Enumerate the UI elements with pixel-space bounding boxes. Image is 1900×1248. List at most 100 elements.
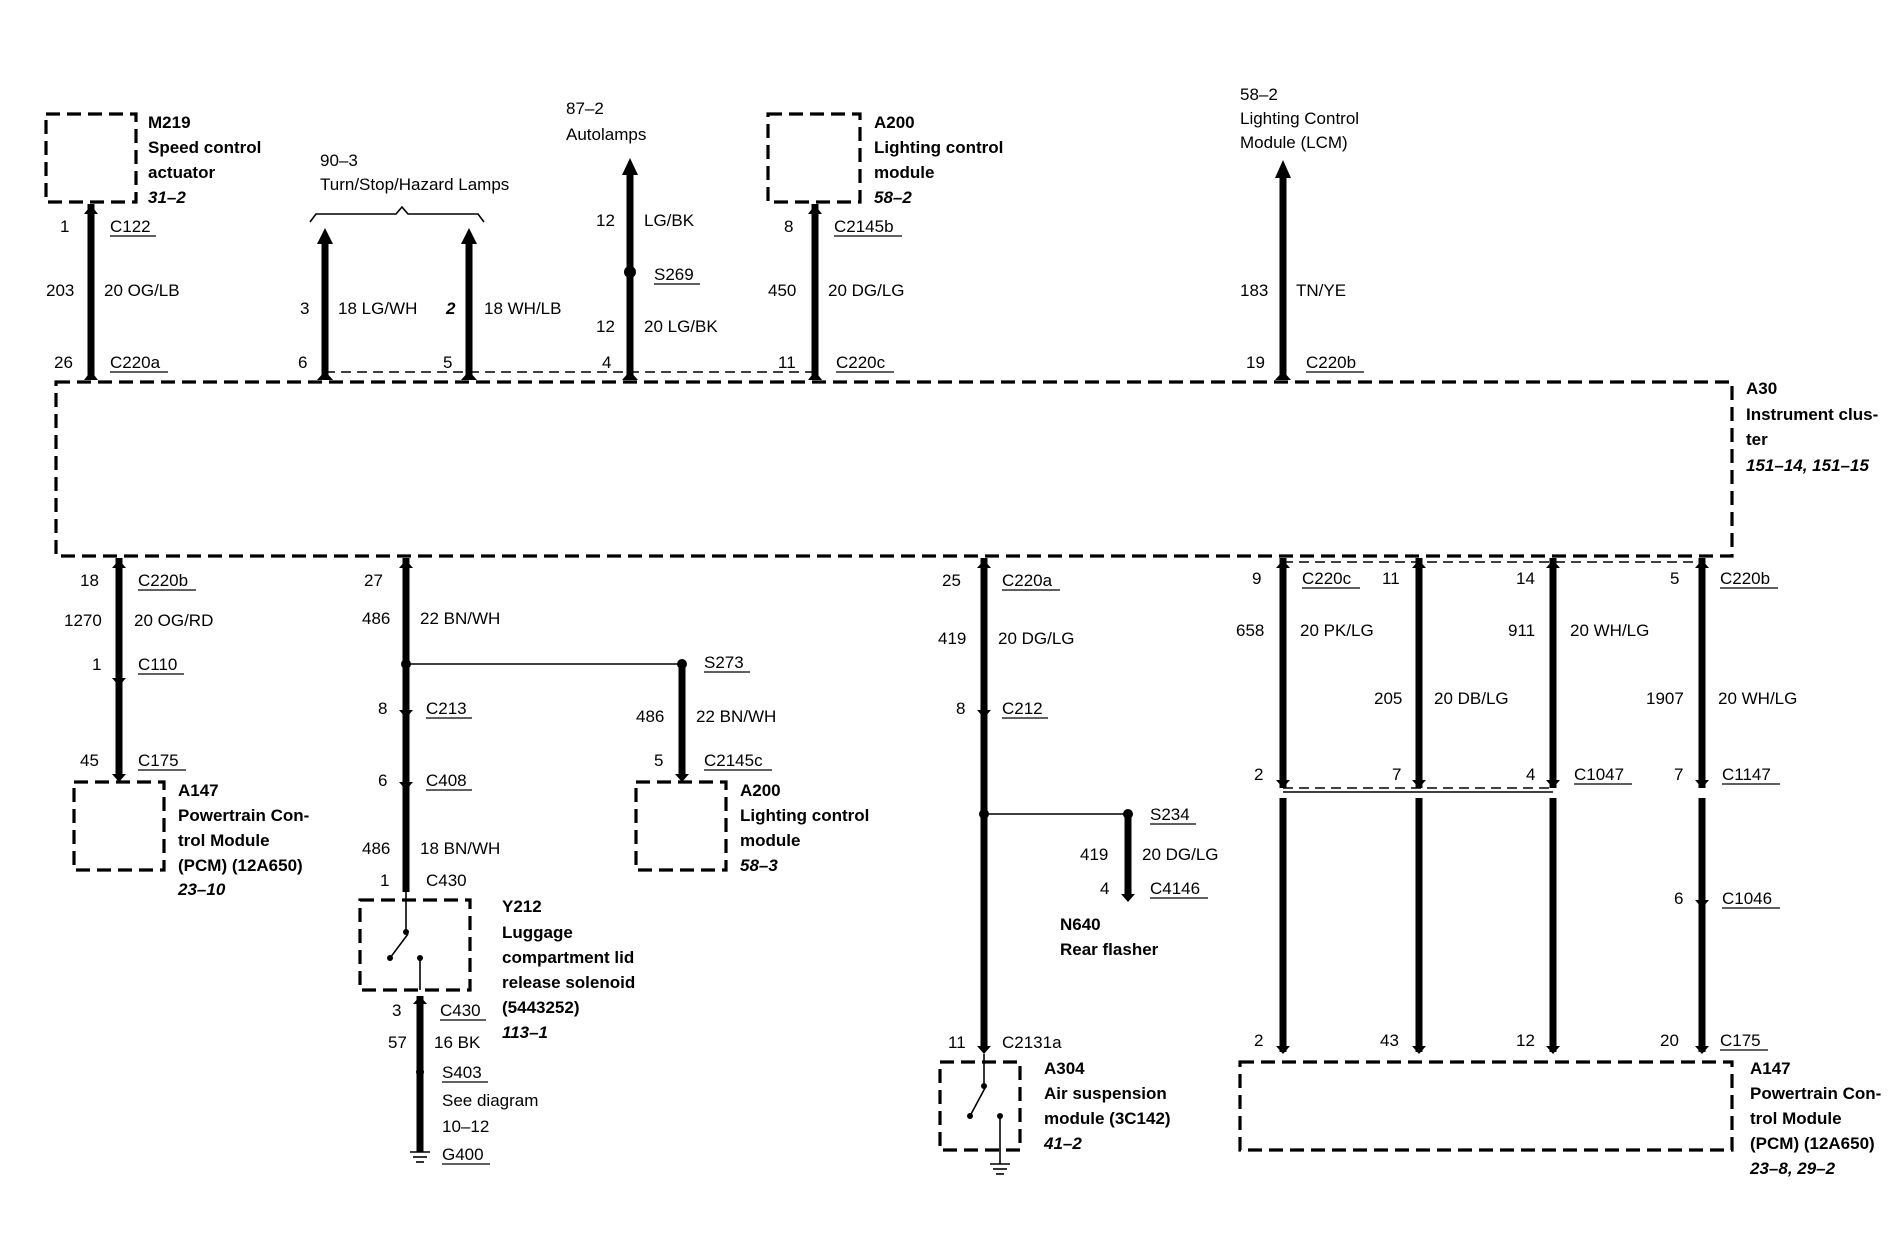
lcm-name1: Lighting Control bbox=[1240, 109, 1359, 128]
c2131a-arrow bbox=[977, 1046, 991, 1054]
pcm-right-wire3-bot-arrow bbox=[1546, 1046, 1560, 1054]
a200-bottom-name2: module bbox=[740, 831, 800, 850]
pcm-right-w4-pin-mid: 7 bbox=[1674, 765, 1683, 784]
m219-conn: C122 bbox=[110, 217, 151, 236]
pcm-right-wire2-bot-arrow bbox=[1412, 1046, 1426, 1054]
pcm-right-id: A147 bbox=[1750, 1059, 1791, 1078]
lamps-bracket bbox=[309, 205, 485, 223]
lcm-pin2: 19 bbox=[1246, 353, 1265, 372]
autolamps-name: Autolamps bbox=[566, 125, 646, 144]
c213-arrow bbox=[399, 710, 413, 718]
flasher-circuit: 419 bbox=[1080, 845, 1108, 864]
pcm-right-w3-pin: 14 bbox=[1516, 569, 1535, 588]
a200-top-conn2: C220c bbox=[836, 353, 886, 372]
m219-c220a-arrow bbox=[84, 371, 98, 380]
pcm-left-wire-color: 20 OG/RD bbox=[134, 611, 213, 630]
a30-box bbox=[54, 380, 1734, 558]
pcm-right-wire1-top-arrow bbox=[1276, 560, 1290, 568]
luggage-conn-c408: C408 bbox=[426, 771, 467, 790]
a304-switch-blade bbox=[969, 1087, 986, 1117]
m219-wire-color: 20 OG/LB bbox=[104, 281, 180, 300]
air-wire-color: 20 DG/LG bbox=[998, 629, 1075, 648]
lamps-ref: 90–3 bbox=[320, 151, 358, 170]
a200-top-name2: module bbox=[874, 163, 934, 182]
luggage-wire2: 18 BN/WH bbox=[420, 839, 500, 858]
luggage-branch: 27 486 22 BN/WH 8 C213 6 C408 486 18 BN/… bbox=[358, 558, 682, 1165]
a200-lighting-control-bottom: S273 486 22 BN/WH 5 C2145c A200 Lighting… bbox=[634, 653, 869, 875]
lcm-ref: 58–2 bbox=[1240, 85, 1278, 104]
a200-top-c220c-arrow bbox=[808, 371, 822, 380]
c408-arrow bbox=[399, 782, 413, 790]
air-suspension-branch: 25 C220a 419 20 DG/LG 8 C212 11 C2131a A… bbox=[938, 558, 1171, 1175]
autolamps-circuit-top: 12 bbox=[596, 211, 615, 230]
pcm-right-w1-pin-bot: 2 bbox=[1254, 1031, 1263, 1050]
luggage-see-ref: 10–12 bbox=[442, 1117, 489, 1136]
a200-top-id: A200 bbox=[874, 113, 915, 132]
y212-ref: 113–1 bbox=[502, 1023, 548, 1042]
luggage-pin-c213: 8 bbox=[378, 699, 387, 718]
m219-pin2: 26 bbox=[54, 353, 73, 372]
m219-conn2: C220a bbox=[110, 353, 161, 372]
flasher-conn: C4146 bbox=[1150, 879, 1200, 898]
a200-bottom-name1: Lighting control bbox=[740, 806, 869, 825]
pcm-right-w2-wire: 20 DB/LG bbox=[1434, 689, 1509, 708]
pcm-left-box bbox=[72, 780, 166, 872]
pcm-right-wire3-mid-arrow bbox=[1546, 780, 1560, 788]
y212-switch-node-top bbox=[403, 929, 409, 935]
pcm-left-pin: 18 bbox=[80, 571, 99, 590]
autolamps-wire-top: LG/BK bbox=[644, 211, 695, 230]
pcm-right-branch: 9 C220c 658 20 PK/LG 2 2 11 205 20 DB/LG… bbox=[1236, 558, 1881, 1178]
pcm-right-w4-conn-mid2: C1046 bbox=[1722, 889, 1772, 908]
a200-bottom-circuit: 486 bbox=[636, 707, 664, 726]
s273-label: S273 bbox=[704, 653, 744, 672]
pcm-right-w1-conn: C220c bbox=[1302, 569, 1352, 588]
autolamps-connector bbox=[622, 371, 638, 380]
pcm-right-w3-conn-mid: C1047 bbox=[1574, 765, 1624, 784]
lighting-control-module-lcm: 58–2 Lighting Control Module (LCM) 183 T… bbox=[1240, 85, 1364, 380]
a200-bottom-box bbox=[634, 780, 728, 872]
a200-top-connector-arrow bbox=[808, 205, 822, 214]
air-conn2: C212 bbox=[1002, 699, 1043, 718]
m219-id: M219 bbox=[148, 113, 191, 132]
luggage-conn-c430: C430 bbox=[426, 871, 467, 890]
a200-bottom-id: A200 bbox=[740, 781, 781, 800]
autolamps-ref: 87–2 bbox=[566, 99, 604, 118]
a200-top-ref: 58–2 bbox=[874, 188, 912, 207]
pcm-right-w2-pin-bot: 43 bbox=[1380, 1031, 1399, 1050]
s403-label: S403 bbox=[442, 1063, 482, 1082]
autolamps: 87–2 Autolamps 12 LG/BK S269 12 20 LG/BK… bbox=[566, 99, 718, 380]
lamps-wire-b-color: 18 WH/LB bbox=[484, 299, 561, 318]
pcm-right-w3-wire: 20 WH/LG bbox=[1570, 621, 1649, 640]
a200-top-circuit: 450 bbox=[768, 281, 796, 300]
pcm-right-w4-pin-mid2: 6 bbox=[1674, 889, 1683, 908]
a304-name1: Air suspension bbox=[1044, 1084, 1167, 1103]
air-pin: 25 bbox=[942, 571, 961, 590]
y212-box bbox=[358, 898, 472, 992]
pcm-left-pin2: 1 bbox=[92, 655, 101, 674]
m219-ref: 31–2 bbox=[148, 188, 186, 207]
autolamps-arrow bbox=[622, 158, 638, 175]
pcm-right-w4-wire: 20 WH/LG bbox=[1718, 689, 1797, 708]
pcm-right-w3-pin-mid: 4 bbox=[1526, 765, 1535, 784]
pcm-right-wire2-mid-arrow bbox=[1412, 780, 1426, 788]
n640-name: Rear flasher bbox=[1060, 940, 1159, 959]
autolamps-wire-bot: 20 LG/BK bbox=[644, 317, 718, 336]
pcm-left-name1: Powertrain Con- bbox=[178, 806, 309, 825]
a30-name1: Instrument clus- bbox=[1746, 405, 1878, 424]
lcm-circuit: 183 bbox=[1240, 281, 1268, 300]
pcm-right-wire1-mid-arrow bbox=[1276, 780, 1290, 788]
a304-box bbox=[938, 1060, 1022, 1152]
luggage-circuit2: 486 bbox=[362, 839, 390, 858]
pcm-right-w2-pin-mid: 7 bbox=[1392, 765, 1401, 784]
a200-top-conn: C2145b bbox=[834, 217, 894, 236]
pcm-right-w4-conn-bot: C175 bbox=[1720, 1031, 1761, 1050]
air-c220a-arrow bbox=[977, 560, 991, 568]
pcm-right-wire3-top-arrow bbox=[1546, 560, 1560, 568]
pcm-right-w3-circuit: 911 bbox=[1508, 621, 1535, 640]
luggage-wire3: 16 BK bbox=[434, 1033, 481, 1052]
c212-arrow bbox=[977, 710, 991, 718]
luggage-wire-color: 22 BN/WH bbox=[420, 609, 500, 628]
pcm-left-c220b-arrow bbox=[112, 560, 126, 568]
g400-label: G400 bbox=[442, 1145, 484, 1164]
lamps-pin-b: 2 bbox=[445, 299, 456, 318]
